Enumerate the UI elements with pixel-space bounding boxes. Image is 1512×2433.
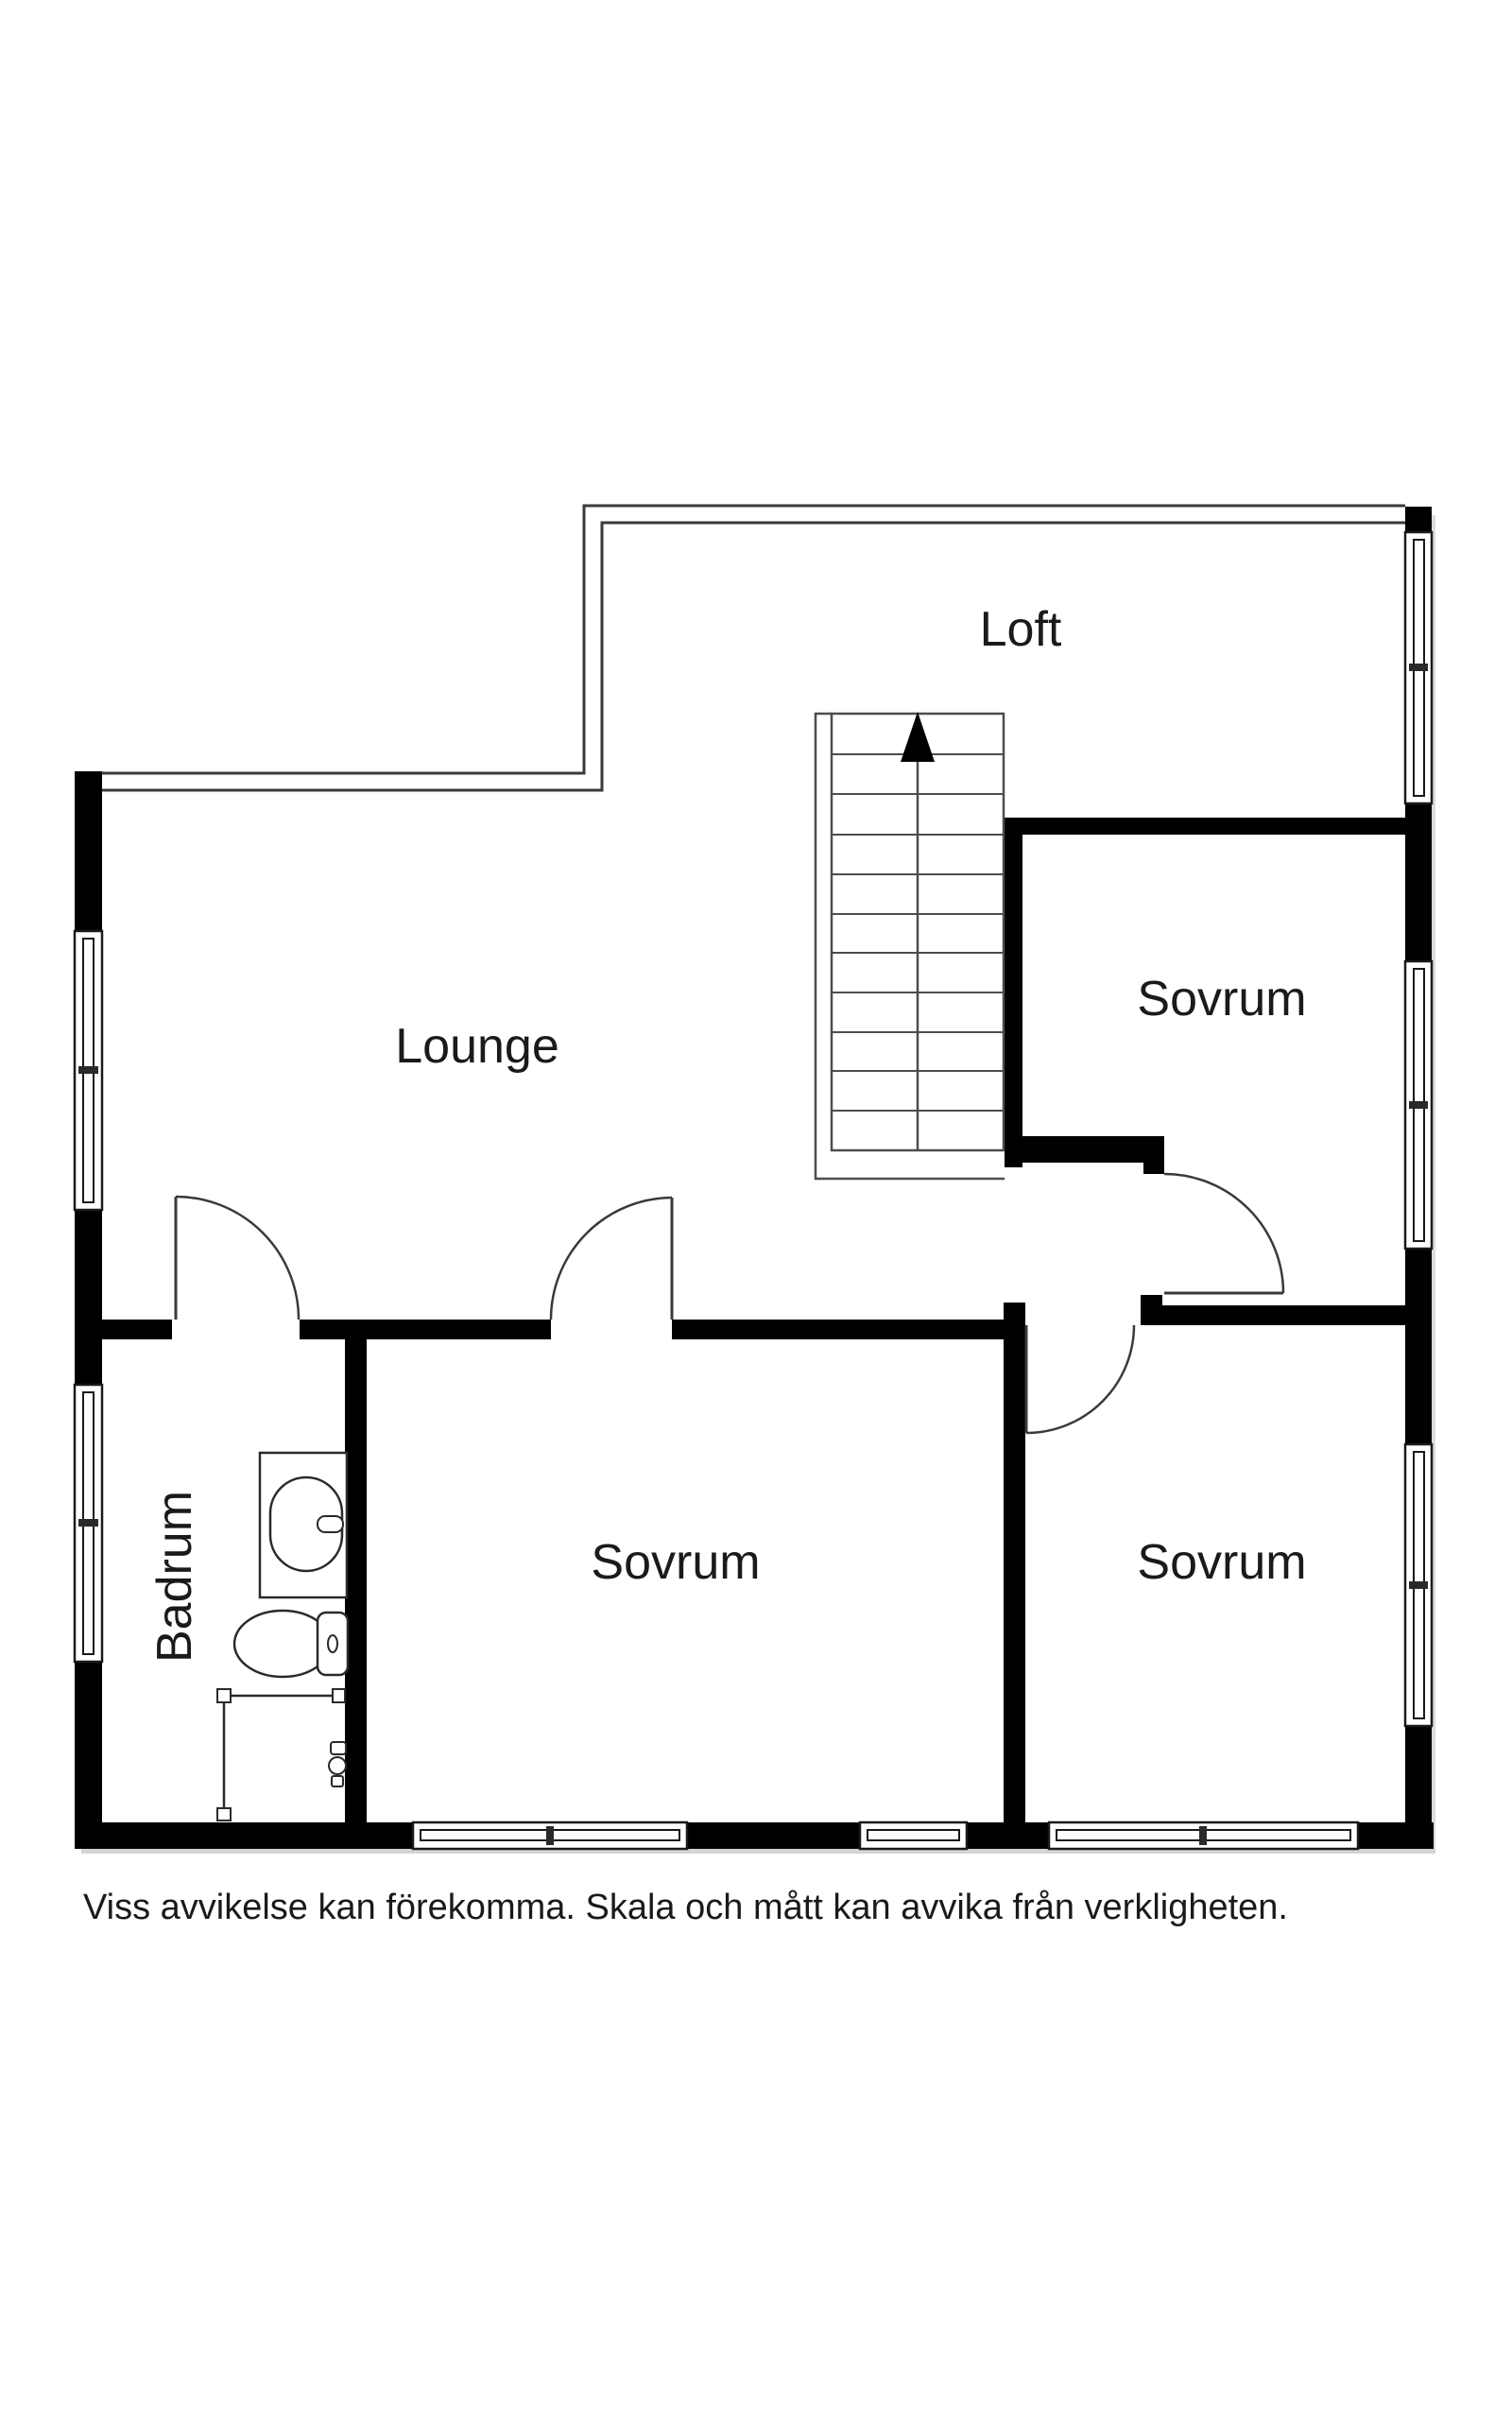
door-jamb-sovrum-br — [1141, 1295, 1162, 1325]
stairs-up-arrow-icon — [901, 712, 935, 762]
room-labels: Loft Lounge Sovrum Sovrum Sovrum Badrum — [147, 602, 1307, 1663]
toilet-flush-button — [327, 1634, 338, 1653]
window-mullion — [1199, 1826, 1207, 1845]
wall-bottom-3 — [967, 1822, 1049, 1849]
staircase — [814, 712, 1005, 1181]
wall-sovrum-tr-bottom — [1005, 1136, 1143, 1163]
wall-hall-bottom — [1162, 1305, 1405, 1325]
shower-post-corner — [216, 1688, 232, 1703]
shower-mixer-icon — [328, 1741, 347, 1787]
bathroom-fixtures — [216, 1451, 350, 1821]
disclaimer-text: Viss avvikelse kan förekomma. Skala och … — [83, 1888, 1288, 1927]
mixer-valve — [330, 1741, 347, 1755]
window-glass — [867, 1829, 960, 1841]
shower-icon — [216, 1688, 346, 1821]
wall-stair-right — [1005, 818, 1022, 1167]
window-mullion — [78, 1066, 98, 1074]
wall-sovrum-tr-top — [1022, 818, 1405, 835]
window-left-badrum — [73, 1383, 104, 1664]
door-jamb-sovrum-tr — [1143, 1136, 1164, 1174]
windows — [73, 530, 1434, 1851]
door-sovrum-bottom-right — [1024, 1324, 1136, 1435]
window-bottom-sovrum-br — [1047, 1820, 1360, 1851]
window-right-sovrum-br — [1403, 1442, 1434, 1728]
window-mullion — [78, 1519, 98, 1527]
sink-faucet — [317, 1515, 344, 1533]
wall-sovrum-mid-right — [1004, 1303, 1025, 1822]
wall-left-lower — [75, 1662, 102, 1849]
sink-vanity-icon — [258, 1451, 349, 1599]
wall-badrum-top — [102, 1320, 172, 1339]
window-mullion — [546, 1826, 554, 1845]
wall-left-middle — [75, 1210, 102, 1385]
room-label-sovrum-top-right: Sovrum — [1137, 972, 1306, 1027]
door-sovrum-top-right — [1163, 1172, 1285, 1295]
room-label-sovrum-bottom-middle: Sovrum — [591, 1535, 760, 1590]
loft-boundary-outer-line — [102, 504, 1405, 775]
shadow-right — [1432, 515, 1435, 1852]
mixer-spout — [331, 1775, 344, 1787]
wall-lounge-bottom-2 — [672, 1320, 1004, 1339]
loft-boundary-inner-line — [102, 521, 1405, 792]
wall-right-middle — [1405, 1249, 1432, 1444]
door-swing-arc — [175, 1195, 301, 1320]
wall-right-corner-top — [1405, 507, 1432, 532]
shadow-bottom — [81, 1849, 1435, 1854]
window-mullion — [1409, 664, 1428, 671]
room-label-badrum: Badrum — [147, 1491, 202, 1663]
shower-post-wall — [332, 1688, 346, 1703]
toilet-icon — [232, 1609, 350, 1679]
window-mullion — [1409, 1101, 1428, 1109]
wall-left-upper — [75, 771, 102, 931]
room-label-lounge: Lounge — [395, 1019, 559, 1074]
door-swing-arc — [549, 1196, 673, 1320]
wall-shadows — [81, 515, 1435, 1854]
window-right-loft — [1403, 530, 1434, 805]
exterior-walls — [75, 507, 1434, 1849]
wall-right-upper — [1405, 803, 1432, 961]
room-label-loft: Loft — [980, 602, 1062, 657]
room-label-sovrum-bottom-right: Sovrum — [1137, 1535, 1306, 1590]
wall-badrum-right — [345, 1339, 367, 1822]
window-bottom-sovrum-mid-1 — [411, 1820, 689, 1851]
wall-bottom-1 — [75, 1822, 413, 1849]
stair-outer-outline — [814, 712, 1005, 1181]
door-swing-arc — [1163, 1172, 1285, 1294]
wall-bottom-2 — [687, 1822, 860, 1849]
door-sovrum-bottom-middle — [549, 1196, 674, 1320]
interior-walls — [102, 818, 1405, 1822]
shower-post-bottom — [216, 1807, 232, 1821]
mixer-knob — [328, 1756, 347, 1775]
wall-lounge-bottom-1 — [300, 1320, 551, 1339]
toilet-bowl — [232, 1609, 333, 1679]
window-right-sovrum-tr — [1403, 959, 1434, 1251]
window-left-lounge — [73, 929, 104, 1212]
window-mullion — [1409, 1581, 1428, 1589]
wall-right-lower — [1405, 1726, 1432, 1849]
doors — [174, 1172, 1285, 1435]
window-bottom-sovrum-mid-2 — [858, 1820, 969, 1851]
door-swing-arc — [1025, 1324, 1136, 1435]
door-badrum — [174, 1195, 301, 1320]
loft-boundary — [102, 504, 1405, 792]
